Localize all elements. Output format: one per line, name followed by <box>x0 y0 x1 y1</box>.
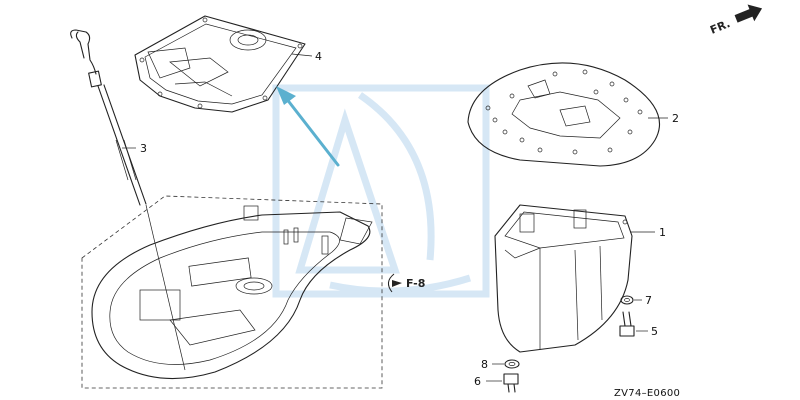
figure-reference-label: F-8 <box>406 277 425 290</box>
callout-6: 6 <box>474 375 481 388</box>
figure-reference: F-8 <box>388 273 425 293</box>
front-direction-indicator: FR. <box>708 4 763 37</box>
part-2-plate <box>467 62 660 167</box>
part-1-oil-pan <box>494 204 633 353</box>
logo-watermark <box>272 84 490 298</box>
callout-7: 7 <box>645 294 652 307</box>
callout-1: 1 <box>659 226 666 239</box>
callout-5: 5 <box>651 325 658 338</box>
front-arrow-icon <box>734 4 763 23</box>
part-4-gasket <box>134 15 306 113</box>
leader-line-4 <box>291 53 313 57</box>
callout-2: 2 <box>672 112 679 125</box>
part-5-bolt <box>619 311 635 337</box>
annotation-arrow-icon <box>276 86 340 167</box>
assembly-dashed-outline <box>81 195 383 389</box>
lower-case-assembly <box>81 195 383 389</box>
callout-8: 8 <box>481 358 488 371</box>
part-7-washer <box>620 295 634 305</box>
drawing-code: ZV74–E0600 <box>614 388 680 399</box>
part-3-dipstick <box>70 29 186 371</box>
front-label: FR. <box>708 17 732 37</box>
part-8-washer <box>504 359 520 369</box>
callout-3: 3 <box>140 142 147 155</box>
part-6-drain-bolt <box>503 373 519 393</box>
callout-4: 4 <box>315 50 322 63</box>
